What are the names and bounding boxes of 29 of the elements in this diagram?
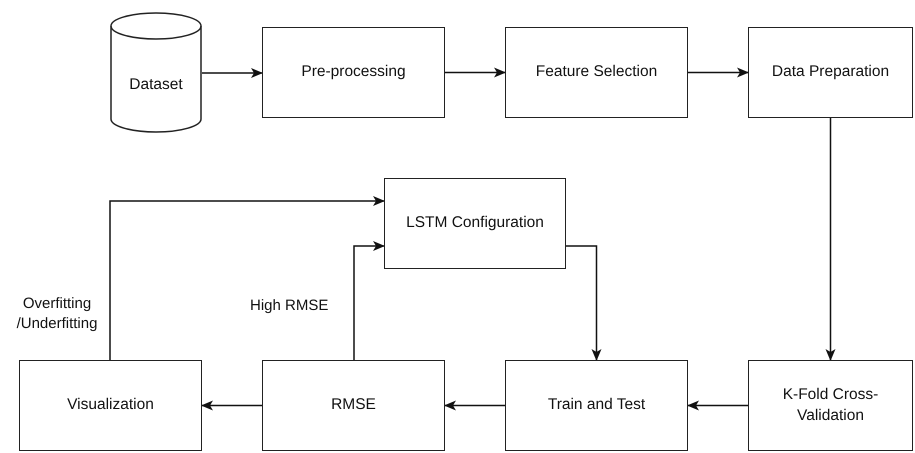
- arrow: [826, 118, 836, 361]
- process-box: [262, 27, 445, 118]
- arrow: [201, 400, 262, 410]
- arrow: [353, 241, 385, 360]
- process-box: [262, 360, 445, 451]
- edge-label: Overfitting /Underfitting: [16, 294, 98, 333]
- node-label: LSTM Configuration: [406, 213, 544, 234]
- node-label: Pre-processing: [301, 62, 406, 82]
- arrow: [444, 400, 505, 410]
- node-label: Visualization: [67, 395, 154, 416]
- node-label: RMSE: [331, 395, 376, 416]
- edge-label: High RMSE: [250, 296, 328, 316]
- node-label: Data Preparation: [772, 62, 890, 82]
- node-label: K-Fold Cross-Validation: [782, 384, 880, 426]
- node-label: Train and Test: [548, 395, 646, 416]
- process-box: [748, 360, 913, 451]
- node-label: Feature Selection: [536, 62, 658, 82]
- node-label: Dataset: [129, 75, 183, 96]
- arrow: [687, 400, 748, 410]
- process-box: [505, 27, 688, 118]
- arrow: [566, 245, 602, 361]
- arrow: [202, 68, 263, 78]
- arrow: [688, 68, 749, 78]
- process-box: [505, 360, 688, 451]
- process-box: [19, 360, 202, 451]
- arrow: [445, 68, 506, 78]
- process-box: [384, 178, 566, 269]
- arrow: [109, 196, 385, 360]
- process-box: [748, 27, 913, 118]
